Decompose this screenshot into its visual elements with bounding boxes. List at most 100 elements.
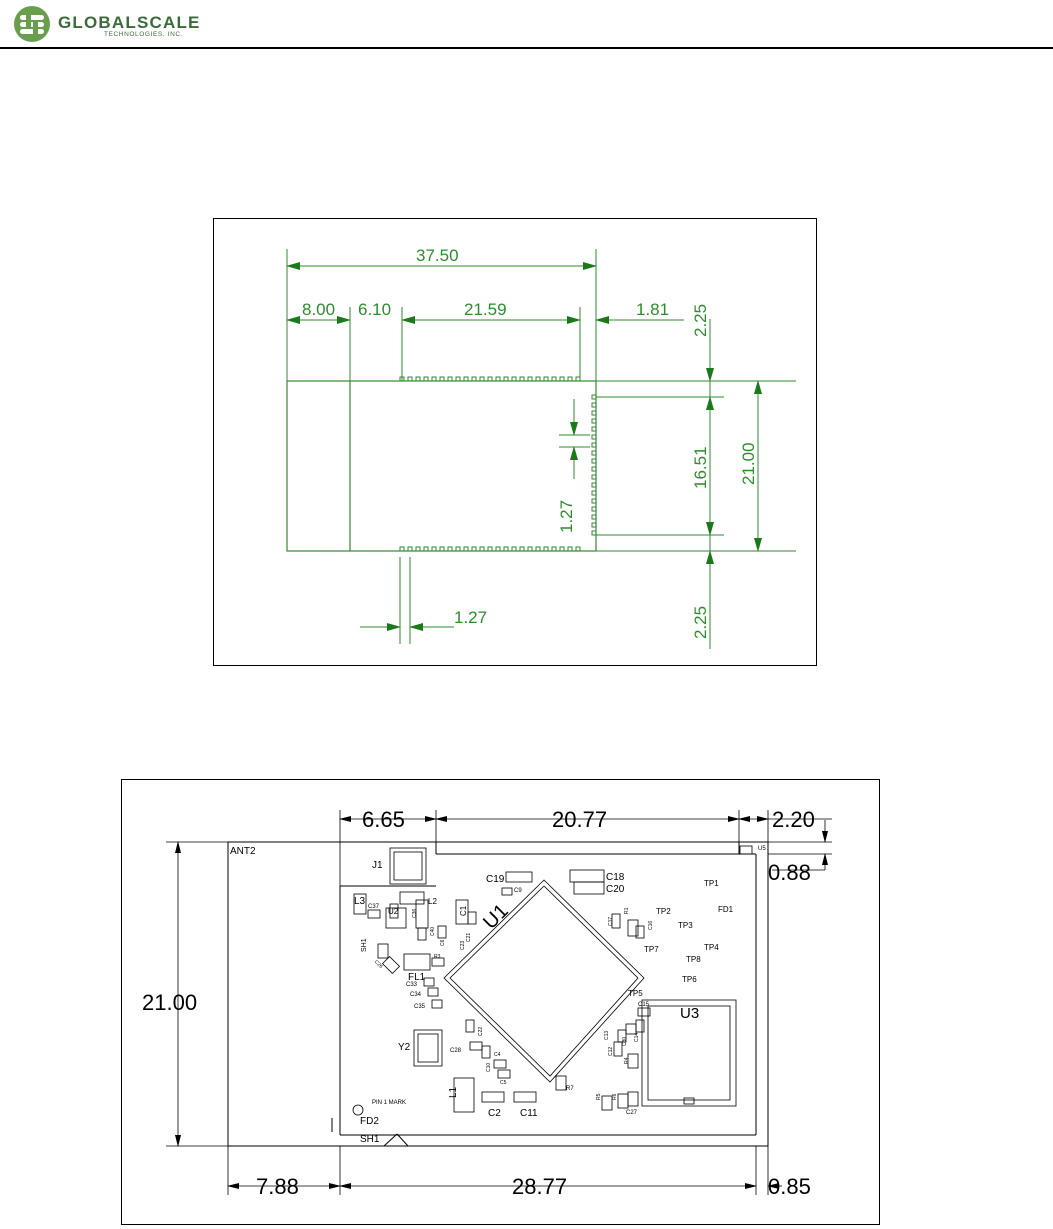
label-c36: C36: [412, 909, 418, 918]
label-sh1: SH1: [360, 1134, 380, 1145]
label-c23: C23: [460, 941, 466, 950]
label-ant2: ANT2: [230, 846, 256, 857]
components: [352, 845, 753, 1116]
header-divider: [0, 47, 1053, 49]
board-outline: [227, 841, 769, 1147]
label-c34: C34: [410, 992, 422, 998]
pcb-dim-height: 21.00: [142, 990, 197, 1015]
label-tp4: TP4: [704, 943, 719, 952]
page-header: GLOBALSCALE TECHNOLOGIES, INC.: [0, 0, 1053, 50]
label-c10: C10: [486, 1063, 492, 1072]
label-l3: L3: [354, 896, 366, 907]
pcb-dim-top-right: 2.20: [772, 807, 815, 832]
label-pin1: PIN 1 MARK: [372, 1100, 406, 1106]
dim-overall-width: 37.50: [416, 246, 459, 265]
label-l2: L2: [428, 897, 437, 906]
dim-right-offset: 1.81: [636, 300, 669, 319]
pcb-dim-bottom-left: 7.88: [256, 1174, 299, 1199]
label-c19: C19: [486, 874, 505, 885]
pcb-dim-top-mid: 20.77: [552, 807, 607, 832]
dim-pad-span: 21.59: [464, 300, 507, 319]
dim-pad-column: 16.51: [691, 446, 710, 489]
label-tp6: TP6: [682, 975, 697, 984]
pcb-svg: 6.65 20.77 2.20 0.88 21.00 7.88 28.77 0.…: [142, 807, 832, 1199]
label-c21: C21: [466, 933, 472, 942]
label-y2: Y2: [398, 1042, 411, 1053]
label-c13: C13: [604, 1031, 610, 1040]
brand-subtitle: TECHNOLOGIES, INC.: [104, 31, 184, 38]
label-l1: L1: [448, 1086, 459, 1098]
j1-connector: [389, 847, 427, 885]
u3-shield: [641, 999, 737, 1107]
label-c28: C28: [450, 1048, 462, 1054]
label-c9: C9: [514, 888, 522, 894]
label-tp1: TP1: [704, 879, 719, 888]
label-c14: C14: [634, 1033, 640, 1042]
label-c4: C4: [494, 1052, 501, 1058]
label-c1: C1: [459, 905, 468, 916]
label-r4: R4: [624, 1057, 630, 1064]
dimension-lines: [286, 262, 762, 639]
dimension-lines-pcb: [175, 816, 832, 1189]
pcb-dim-bottom-right: 0.85: [768, 1174, 811, 1199]
label-c11: C11: [520, 1108, 538, 1119]
label-r5: R5: [596, 1093, 602, 1100]
label-c30: C30: [622, 1037, 628, 1046]
label-c40: C40: [430, 927, 436, 936]
l2-inductor: [399, 891, 425, 905]
label-fd1: FD1: [718, 905, 734, 914]
label-u3: U3: [680, 1005, 699, 1022]
y2-crystal: [413, 1029, 443, 1067]
label-r6: R6: [612, 1093, 618, 1100]
pcb-dim-bottom-mid: 28.77: [512, 1174, 567, 1199]
label-c16: C16: [648, 921, 654, 930]
label-u1: U1: [479, 900, 513, 934]
label-c6: C6: [440, 939, 446, 946]
label-j1: J1: [372, 860, 383, 871]
globalscale-logo-icon: [14, 6, 50, 42]
dim-second-section: 6.10: [358, 300, 391, 319]
label-r1: R1: [624, 907, 630, 914]
footprint-svg: 37.50 8.00 6.10 21.59 1.81 2.25 16.51 21…: [286, 246, 796, 649]
pcb-dim-top-left: 6.65: [362, 807, 405, 832]
label-fd2: FD2: [360, 1116, 379, 1127]
dim-pad-pitch-side: 1.27: [557, 500, 576, 533]
pcb-dim-right-small: 0.88: [768, 860, 811, 885]
label-c22: C22: [478, 1027, 484, 1036]
l3-inductor: [353, 893, 367, 915]
label-tp3: TP3: [678, 921, 693, 930]
dim-left-section: 8.00: [302, 300, 335, 319]
label-c20: C20: [606, 884, 625, 895]
label-sh1-left: SH1: [361, 938, 368, 952]
label-r7: R7: [566, 1086, 574, 1092]
module-outline: [286, 380, 597, 552]
label-c27: C27: [626, 1110, 638, 1116]
top-pad-row: [399, 376, 597, 552]
label-tp7: TP7: [644, 945, 659, 954]
dim-bottom-margin: 2.25: [691, 606, 710, 639]
label-c33: C33: [406, 982, 418, 988]
c11-cap: [513, 1091, 537, 1103]
label-c37: C37: [368, 904, 380, 910]
label-c18: C18: [606, 872, 625, 883]
label-c26: C26: [373, 959, 384, 970]
u1-chip: [443, 879, 645, 1083]
label-fl1: FL1: [408, 972, 426, 983]
label-u5: U5: [758, 846, 766, 852]
label-c12: C12: [608, 1047, 614, 1056]
c18-cap: [569, 869, 605, 883]
component-labels: ANT2 J1 U5 C19 C9 C18 C20 TP1 FD1 TP2 TP…: [230, 846, 766, 1145]
label-c2: C2: [488, 1108, 501, 1119]
footprint-dimension-drawing: 37.50 8.00 6.10 21.59 1.81 2.25 16.51 21…: [213, 218, 817, 666]
label-c15: C15: [638, 1002, 650, 1008]
label-tp8: TP8: [686, 955, 701, 964]
dim-top-margin: 2.25: [691, 304, 710, 337]
l1-inductor: [453, 1077, 475, 1113]
label-tp5: TP5: [628, 989, 643, 998]
c19-cap: [505, 871, 533, 883]
label-c35: C35: [414, 1004, 426, 1010]
label-tp2: TP2: [656, 907, 671, 916]
dim-overall-height: 21.00: [739, 442, 758, 485]
label-r3: R3: [434, 954, 441, 960]
extension-lines-pcb: [166, 810, 832, 1195]
